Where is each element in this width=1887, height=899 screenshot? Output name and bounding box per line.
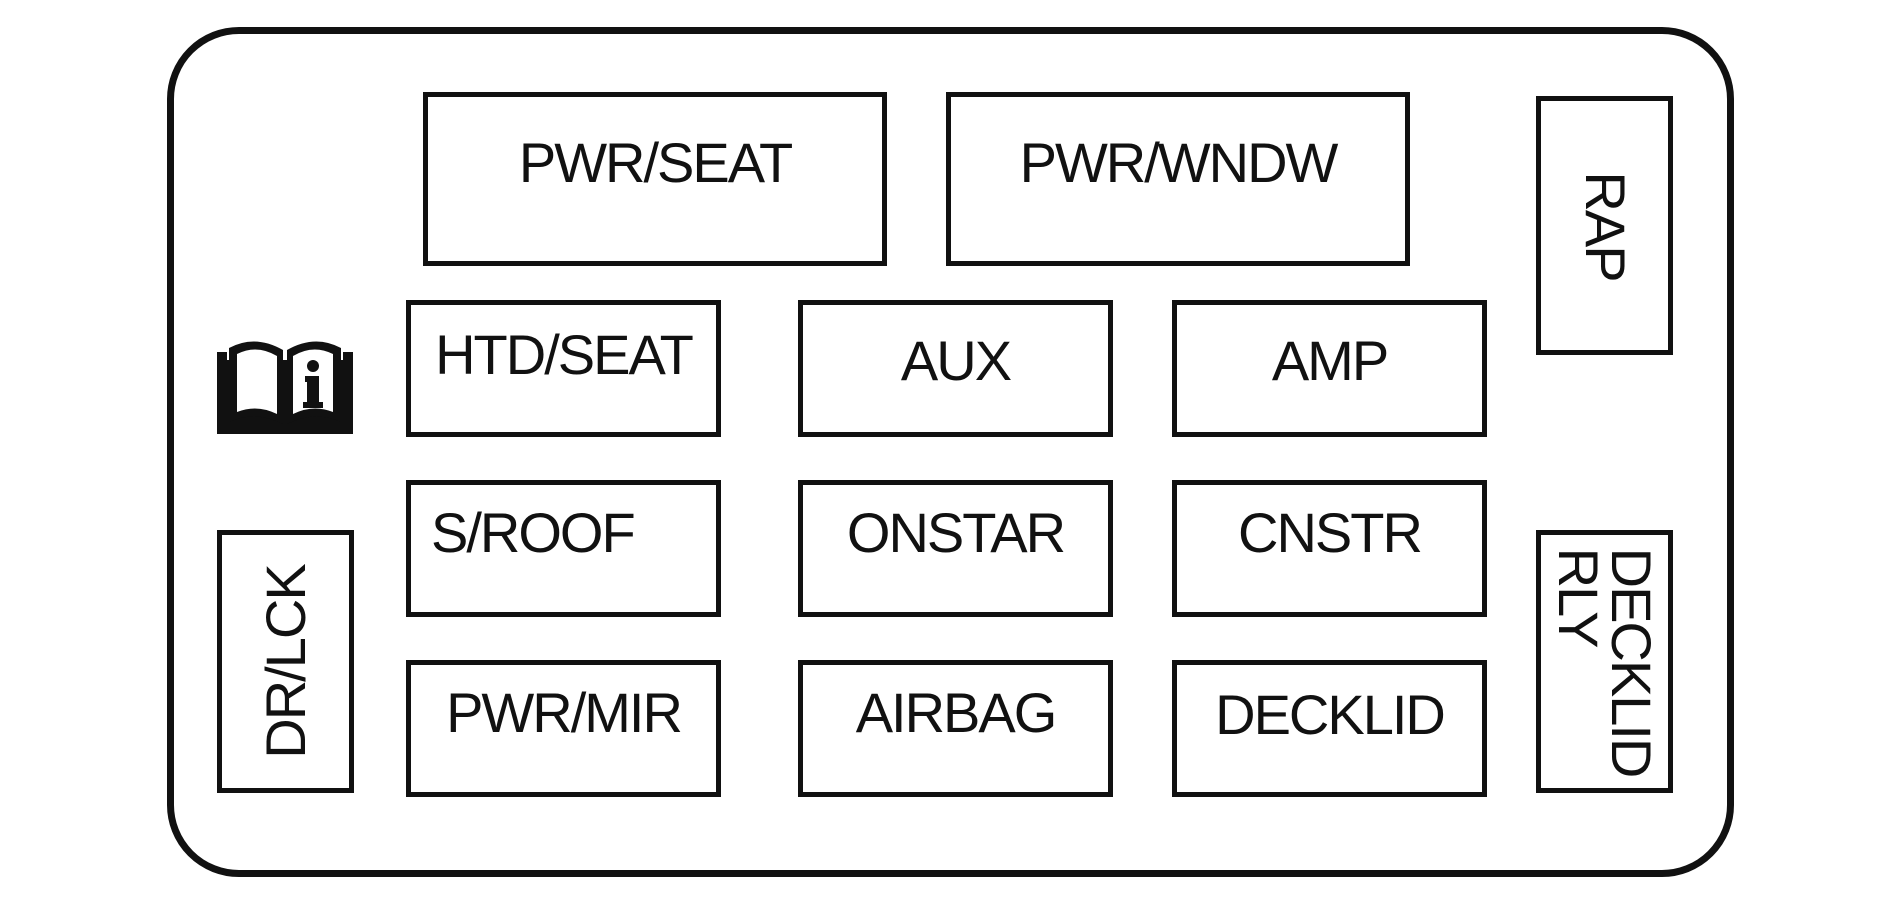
fuse-onstar: ONSTAR	[798, 480, 1113, 617]
fuse-label-onstar: ONSTAR	[846, 501, 1066, 564]
fuse-amp: AMP	[1172, 300, 1487, 437]
fuse-label-decklid-rly-line2: RLY	[1546, 547, 1610, 646]
fuse-dr-lck: DR/LCK	[217, 530, 354, 793]
fuse-label-decklid-rly: DECKLID RLY	[1546, 547, 1663, 776]
fuse-pwr-seat: PWR/SEAT	[423, 92, 887, 266]
fuse-decklid: DECKLID	[1172, 660, 1487, 797]
owners-manual-icon	[217, 341, 353, 434]
fuse-pwr-wndw: PWR/WNDW	[946, 92, 1410, 266]
fuse-label-rap: RAP	[1573, 170, 1637, 281]
fuse-rap: RAP	[1536, 96, 1673, 355]
fuse-cnstr: CNSTR	[1172, 480, 1487, 617]
fuse-label-decklid: DECKLID	[1215, 683, 1446, 746]
fuse-label-htd-seat: HTD/SEAT	[435, 323, 694, 386]
fuse-label-pwr-wndw: PWR/WNDW	[1019, 131, 1339, 194]
fuse-s-roof: S/ROOF	[406, 480, 721, 617]
fuse-label-pwr-seat: PWR/SEAT	[518, 131, 793, 194]
fuse-panel-outline	[167, 27, 1734, 877]
fuse-label-cnstr: CNSTR	[1238, 501, 1423, 564]
fuse-aux: AUX	[798, 300, 1113, 437]
fuse-label-amp: AMP	[1271, 329, 1389, 392]
fuse-label-airbag: AIRBAG	[855, 681, 1058, 744]
fuse-pwr-mir: PWR/MIR	[406, 660, 721, 797]
fuse-airbag: AIRBAG	[798, 660, 1113, 797]
fuse-label-decklid-rly-line1: DECKLID	[1599, 547, 1663, 776]
fuse-label-s-roof: S/ROOF	[431, 501, 636, 564]
fuse-label-pwr-mir: PWR/MIR	[446, 681, 683, 744]
fuse-label-aux: AUX	[900, 329, 1012, 392]
fuse-decklid-rly: DECKLID RLY	[1536, 530, 1673, 793]
fuse-htd-seat: HTD/SEAT	[406, 300, 721, 437]
fuse-label-dr-lck: DR/LCK	[253, 564, 317, 759]
